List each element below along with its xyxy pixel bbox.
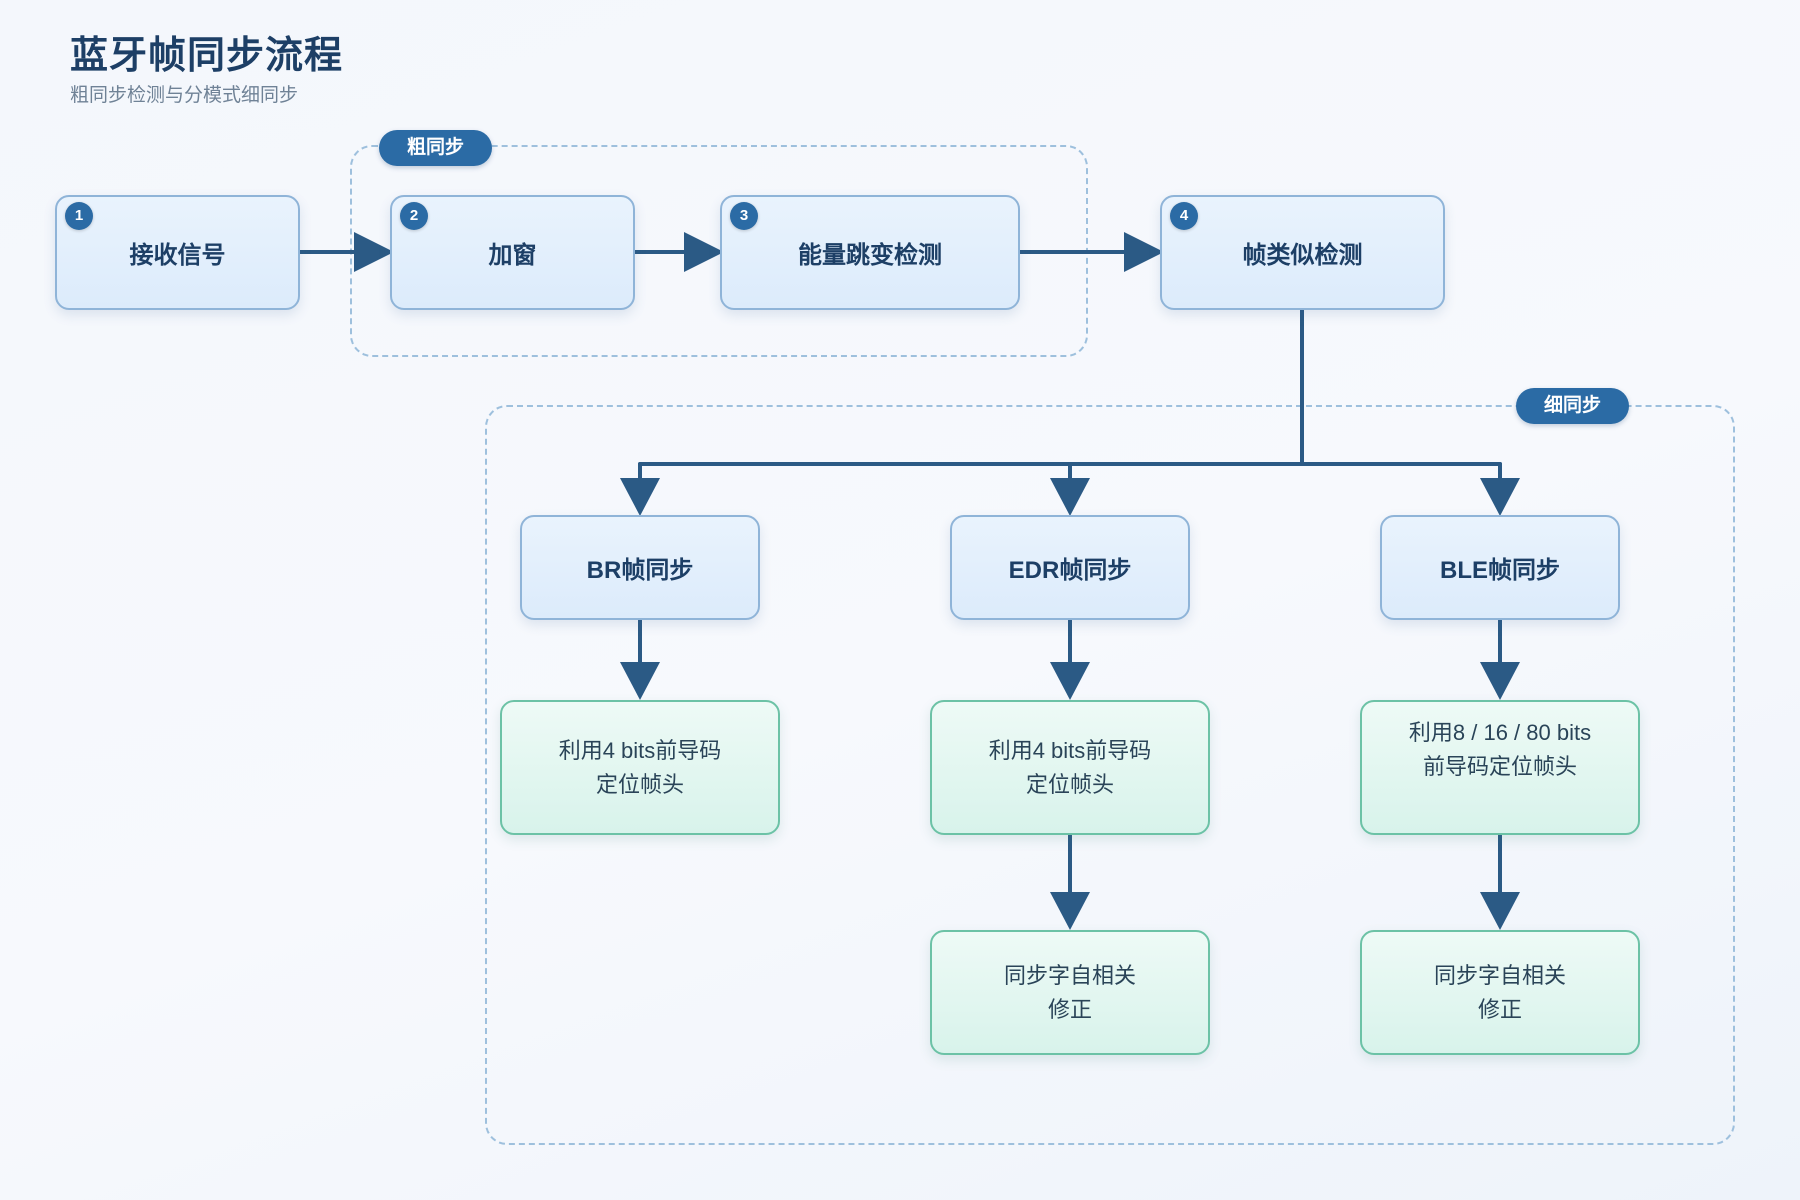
br-preamble-line-2: 定位帧头 [595,771,684,797]
edr-correction-box: 同步字自相关 修正 [930,930,1210,1055]
edr-preamble-line-1: 利用4 bits前导码 [988,737,1152,763]
branch-label: BR帧同步 [586,557,694,584]
edr-correction-line-1: 同步字自相关 [1003,962,1136,988]
ble-preamble-line-1: 利用8 / 16 / 80 bits [1408,720,1592,745]
branch-edr-sync: EDR帧同步 [950,515,1190,620]
arrowhead-icon [1050,478,1090,516]
step-label: 加窗 [488,242,537,269]
ble-preamble-box: 利用8 / 16 / 80 bits 前导码定位帧头 [1360,700,1640,835]
step-number-badge: 2 [400,202,428,230]
branch-label: EDR帧同步 [1008,557,1132,584]
step-number-badge: 4 [1170,202,1198,230]
arrowhead-icon [1480,892,1520,930]
branch-ble-sync: BLE帧同步 [1380,515,1620,620]
arrowhead-icon [620,478,660,516]
edr-preamble-box: 利用4 bits前导码 定位帧头 [930,700,1210,835]
edr-preamble-line-2: 定位帧头 [1025,771,1114,797]
page-title: 蓝牙帧同步流程 [70,35,344,77]
arrowhead-icon [1124,232,1164,272]
step-label: 帧类似检测 [1242,242,1363,269]
branch-label: BLE帧同步 [1440,557,1560,584]
arrowhead-icon [1480,662,1520,700]
ble-preamble-line-2: 前导码定位帧头 [1422,754,1577,779]
page-subtitle: 粗同步检测与分模式细同步 [70,85,299,106]
arrowhead-icon [1050,662,1090,700]
br-preamble-box: 利用4 bits前导码 定位帧头 [500,700,780,835]
br-preamble-line-1: 利用4 bits前导码 [558,737,722,763]
step-frame-similarity-detection: 4 帧类似检测 [1160,195,1445,310]
step-windowing: 2 加窗 [390,195,635,310]
step-label: 能量跳变检测 [798,242,942,269]
coarse-sync-badge: 粗同步 [379,130,493,166]
arrowhead-icon [684,232,724,272]
edr-correction-line-2: 修正 [1047,996,1092,1022]
arrowhead-icon [620,662,660,700]
step-receive-signal: 1 接收信号 [55,195,300,310]
step-energy-jump-detection: 3 能量跳变检测 [720,195,1020,310]
fine-sync-group [485,405,1735,1145]
step-number-badge: 1 [65,202,93,230]
ble-correction-box: 同步字自相关 修正 [1360,930,1640,1055]
ble-correction-line-1: 同步字自相关 [1433,962,1566,988]
branch-br-sync: BR帧同步 [520,515,760,620]
fine-sync-badge: 细同步 [1516,388,1630,424]
ble-correction-line-2: 修正 [1477,996,1522,1022]
arrowhead-icon [1480,478,1520,516]
arrowhead-icon [354,232,394,272]
arrowhead-icon [1050,892,1090,930]
step-label: 接收信号 [129,242,226,269]
step-number-badge: 3 [730,202,758,230]
